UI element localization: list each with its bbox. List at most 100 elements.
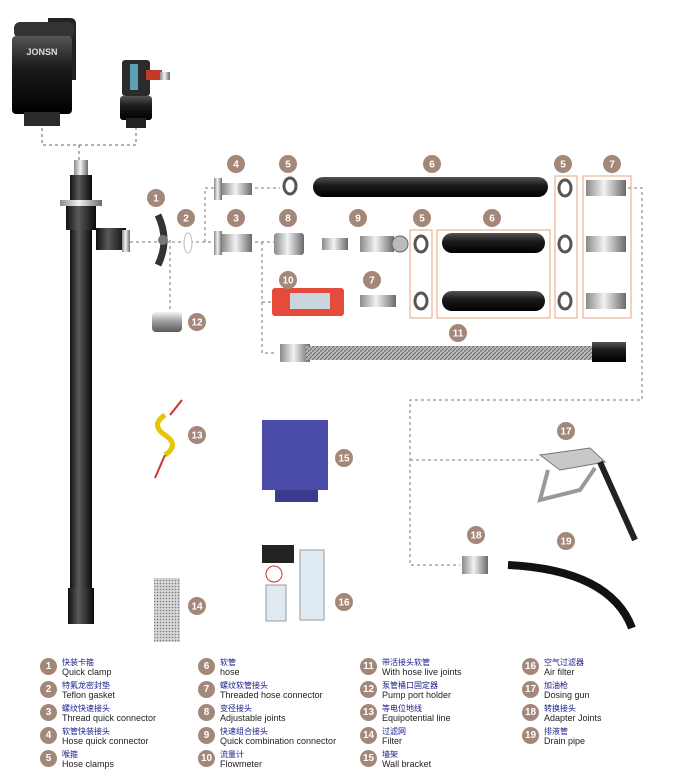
group-boxes bbox=[409, 175, 632, 319]
legend-label-en: Threaded hose connector bbox=[220, 690, 323, 700]
legend-label-en: Flowmeter bbox=[220, 759, 263, 769]
svg-text:1: 1 bbox=[153, 194, 159, 205]
callout-14: 14 bbox=[188, 597, 206, 615]
legend-label-en: Quick combination connector bbox=[220, 736, 337, 746]
callout-19: 19 bbox=[557, 532, 575, 550]
svg-text:4: 4 bbox=[233, 160, 239, 171]
callout-12: 12 bbox=[188, 313, 206, 331]
svg-text:17: 17 bbox=[560, 427, 572, 438]
legend-number: 17 bbox=[522, 681, 539, 698]
callout-4: 4 bbox=[227, 155, 245, 173]
svg-text:12: 12 bbox=[191, 318, 203, 329]
legend-label-zh: 螺纹软管接头 bbox=[220, 681, 268, 690]
legend-label-zh: 特氟龙密封垫 bbox=[62, 681, 110, 690]
legend-label-zh: 墙架 bbox=[382, 750, 398, 759]
legend-label-en: Dosing gun bbox=[544, 690, 590, 700]
callout-17: 17 bbox=[557, 422, 575, 440]
legend-number: 2 bbox=[40, 681, 57, 698]
legend-label-en: Quick clamp bbox=[62, 667, 112, 677]
legend-number: 6 bbox=[198, 658, 215, 675]
legend-label-zh: 变径接头 bbox=[220, 704, 252, 713]
callout-18: 18 bbox=[467, 526, 485, 544]
adjustable-joint bbox=[274, 233, 348, 255]
callout-16: 16 bbox=[335, 593, 353, 611]
legend-number: 19 bbox=[522, 727, 539, 744]
wall-bracket bbox=[262, 420, 328, 502]
legend-label-en: Wall bracket bbox=[382, 759, 432, 769]
legend-number: 13 bbox=[360, 704, 377, 721]
legend-label-en: Hose clamps bbox=[62, 759, 115, 769]
legend-label-zh: 过滤网 bbox=[382, 727, 406, 736]
hose-clamp bbox=[282, 176, 573, 311]
flowmeter bbox=[272, 288, 344, 316]
callout-7-2: 7 bbox=[363, 271, 381, 289]
svg-text:8: 8 bbox=[285, 214, 291, 225]
legend-number: 1 bbox=[40, 658, 57, 675]
callout-11: 11 bbox=[449, 324, 467, 342]
callout-7: 7 bbox=[603, 155, 621, 173]
callout-13: 13 bbox=[188, 426, 206, 444]
legend-label-zh: 喉箍 bbox=[62, 750, 78, 759]
air-motor bbox=[120, 60, 170, 128]
equipotential-line bbox=[154, 399, 183, 479]
legend-number: 18 bbox=[522, 704, 539, 721]
legend-number: 4 bbox=[40, 727, 57, 744]
legend-label-zh: 快装卡箍 bbox=[62, 658, 94, 667]
legend-label-en: Teflon gasket bbox=[62, 690, 116, 700]
svg-text:6: 6 bbox=[429, 160, 435, 171]
pump-port-holder bbox=[152, 312, 182, 332]
callout-15: 15 bbox=[335, 449, 353, 467]
svg-text:13: 13 bbox=[191, 431, 203, 442]
drain-pipe bbox=[507, 561, 636, 630]
pump-tube bbox=[60, 160, 130, 624]
legend-number: 5 bbox=[40, 750, 57, 767]
legend-label-en: Drain pipe bbox=[544, 736, 586, 746]
adapter-joint bbox=[462, 556, 488, 574]
legend-label-en: Thread quick connector bbox=[62, 713, 157, 723]
legend-label-en: Hose quick connector bbox=[62, 736, 149, 746]
quick-clamp bbox=[154, 213, 168, 267]
legend-label-zh: 排液管 bbox=[544, 727, 568, 736]
legend-label-en: Adjustable joints bbox=[220, 713, 286, 723]
svg-text:5: 5 bbox=[560, 160, 566, 171]
legend-label-zh: 等电位地线 bbox=[382, 704, 422, 713]
hose-with-live-joints bbox=[280, 342, 626, 362]
svg-text:14: 14 bbox=[191, 602, 203, 613]
svg-text:18: 18 bbox=[470, 531, 482, 542]
legend-number: 10 bbox=[198, 750, 215, 767]
svg-text:5: 5 bbox=[285, 160, 291, 171]
legend-label-zh: 螺纹快速接头 bbox=[62, 704, 110, 713]
legend-label-zh: 带活接头软管 bbox=[382, 658, 430, 667]
legend-number: 9 bbox=[198, 727, 215, 744]
callout-3: 3 bbox=[227, 209, 245, 227]
dosing-gun bbox=[537, 447, 638, 542]
svg-text:11: 11 bbox=[453, 329, 464, 340]
legend-number: 8 bbox=[198, 704, 215, 721]
legend-label-zh: 快速组合接头 bbox=[220, 727, 268, 736]
callout-2: 2 bbox=[177, 209, 195, 227]
legend-number: 7 bbox=[198, 681, 215, 698]
hose bbox=[313, 177, 548, 311]
svg-text:19: 19 bbox=[560, 537, 572, 548]
hose-quick-connector bbox=[214, 178, 252, 200]
callout-6-2: 6 bbox=[483, 209, 501, 227]
legend-label-zh: 空气过滤器 bbox=[544, 658, 584, 667]
svg-text:2: 2 bbox=[183, 214, 189, 225]
legend-label-en: Filter bbox=[382, 736, 402, 746]
svg-text:16: 16 bbox=[338, 598, 350, 609]
svg-text:6: 6 bbox=[489, 214, 495, 225]
svg-text:7: 7 bbox=[369, 276, 375, 287]
legend-label-zh: 加油枪 bbox=[544, 681, 568, 690]
legend-label-en: With hose live joints bbox=[382, 667, 462, 677]
legend-number: 12 bbox=[360, 681, 377, 698]
svg-text:15: 15 bbox=[338, 454, 350, 465]
svg-text:5: 5 bbox=[419, 214, 425, 225]
svg-text:3: 3 bbox=[233, 214, 239, 225]
legend-label-zh: 软管快装接头 bbox=[62, 727, 110, 736]
svg-text:9: 9 bbox=[355, 214, 361, 225]
legend-label-zh: 软管 bbox=[220, 658, 236, 667]
callout-5: 5 bbox=[279, 155, 297, 173]
callout-6: 6 bbox=[423, 155, 441, 173]
legend-number: 3 bbox=[40, 704, 57, 721]
connection-lines bbox=[130, 187, 643, 566]
